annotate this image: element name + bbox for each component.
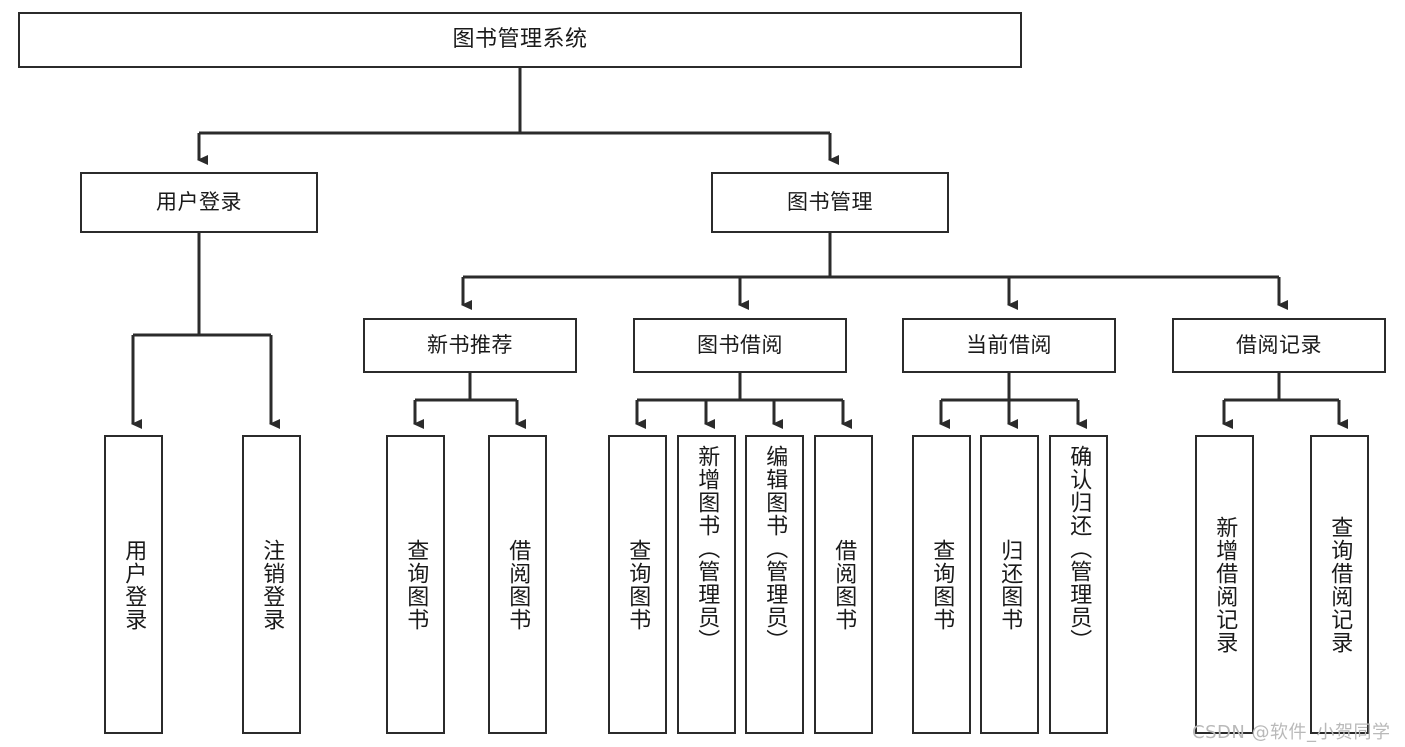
leaf-borrow-edit-book-admin[interactable]: 编辑图书（管理员）: [745, 435, 804, 734]
node-book-management[interactable]: 图书管理: [711, 172, 949, 233]
node-label: 新书推荐: [427, 333, 513, 357]
node-label: 查询图书: [403, 538, 429, 631]
node-label: 用户登录: [121, 538, 147, 631]
node-new-book-recommend[interactable]: 新书推荐: [363, 318, 577, 373]
leaf-record-query-record[interactable]: 查询借阅记录: [1310, 435, 1369, 734]
node-label: 借阅记录: [1236, 333, 1322, 357]
node-root-system[interactable]: 图书管理系统: [18, 12, 1022, 68]
node-label: 图书管理: [787, 190, 873, 214]
node-label: 用户登录: [156, 190, 242, 214]
node-borrow-record[interactable]: 借阅记录: [1172, 318, 1386, 373]
node-user-login[interactable]: 用户登录: [80, 172, 318, 233]
node-current-borrow[interactable]: 当前借阅: [902, 318, 1116, 373]
node-label: 图书管理系统: [452, 27, 588, 52]
node-label: 当前借阅: [966, 333, 1052, 357]
node-label: 注销登录: [259, 538, 285, 631]
node-label: 归还图书: [997, 538, 1023, 631]
node-label: 编辑图书（管理员）: [762, 445, 788, 652]
leaf-current-confirm-return-admin[interactable]: 确认归还（管理员）: [1049, 435, 1108, 734]
node-label: 查询图书: [625, 538, 651, 631]
leaf-borrow-borrow-book[interactable]: 借阅图书: [814, 435, 873, 734]
node-book-borrow[interactable]: 图书借阅: [633, 318, 847, 373]
node-label: 借阅图书: [831, 538, 857, 631]
leaf-recommend-query-book[interactable]: 查询图书: [386, 435, 445, 734]
leaf-record-add-record[interactable]: 新增借阅记录: [1195, 435, 1254, 734]
node-label: 新增借阅记录: [1212, 515, 1238, 654]
csdn-watermark: CSDN @软件_小贺同学: [1192, 722, 1391, 743]
leaf-user-login-logout[interactable]: 注销登录: [242, 435, 301, 734]
leaf-current-return-book[interactable]: 归还图书: [980, 435, 1039, 734]
node-label: 查询借阅记录: [1327, 515, 1353, 654]
node-label: 查询图书: [929, 538, 955, 631]
leaf-user-login-login[interactable]: 用户登录: [104, 435, 163, 734]
leaf-borrow-query-book[interactable]: 查询图书: [608, 435, 667, 734]
leaf-borrow-add-book-admin[interactable]: 新增图书（管理员）: [677, 435, 736, 734]
node-label: 新增图书（管理员）: [694, 445, 720, 652]
leaf-current-query-book[interactable]: 查询图书: [912, 435, 971, 734]
leaf-recommend-borrow-book[interactable]: 借阅图书: [488, 435, 547, 734]
node-label: 借阅图书: [505, 538, 531, 631]
node-label: 图书借阅: [697, 333, 783, 357]
node-label: 确认归还（管理员）: [1066, 445, 1092, 652]
